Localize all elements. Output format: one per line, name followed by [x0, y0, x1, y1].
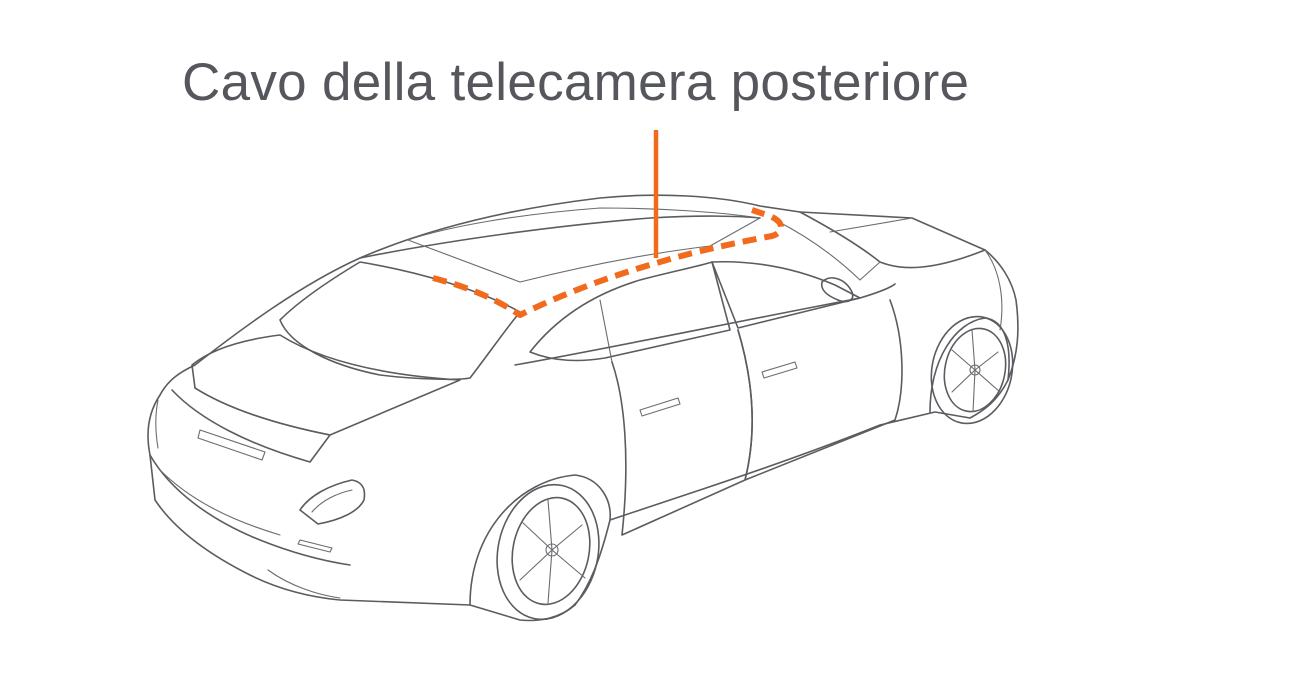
- rear-spokes: [519, 499, 586, 604]
- car-silhouette: [147, 194, 1019, 622]
- hood-crease: [829, 217, 913, 233]
- windshield-front: [774, 219, 881, 281]
- front-side-window: [711, 260, 861, 329]
- rear-side-window: [529, 261, 731, 362]
- trunk-lid: [191, 334, 461, 436]
- rear-tire: [496, 483, 600, 621]
- side-mirror: [820, 277, 854, 303]
- front-wheel: [930, 315, 1014, 425]
- license-plate-area: [197, 429, 266, 461]
- bumper-line: [159, 469, 281, 536]
- rear-windshield: [279, 261, 521, 381]
- car-body: [147, 194, 1019, 622]
- rear-rim: [511, 496, 591, 606]
- hood: [799, 211, 986, 269]
- rear-wheel-arch: [469, 474, 611, 606]
- diffuser: [267, 569, 341, 599]
- taillight: [299, 479, 366, 525]
- sunroof: [407, 207, 761, 283]
- taillight-inner: [311, 489, 353, 513]
- rear-reflector: [297, 539, 333, 553]
- front-door: [737, 299, 903, 481]
- rear-panel: [171, 387, 331, 463]
- beltline: [514, 283, 896, 366]
- rear-light-strip: [155, 399, 159, 449]
- front-spokes: [951, 329, 1001, 413]
- rear-camera-cable-label: Cavo della telecamera posteriore: [182, 53, 970, 112]
- front-fender: [984, 249, 1003, 331]
- rear-bumper: [149, 454, 351, 566]
- rear-door: [611, 329, 753, 536]
- rear-wheel: [496, 483, 600, 621]
- roof-outline: [359, 215, 761, 259]
- front-rim: [943, 327, 1007, 413]
- rear-camera-cable-route: [432, 207, 785, 318]
- b-pillar: [599, 299, 613, 363]
- front-tire: [930, 315, 1014, 425]
- rear-door-handle: [639, 397, 681, 417]
- front-door-handle: [761, 361, 798, 379]
